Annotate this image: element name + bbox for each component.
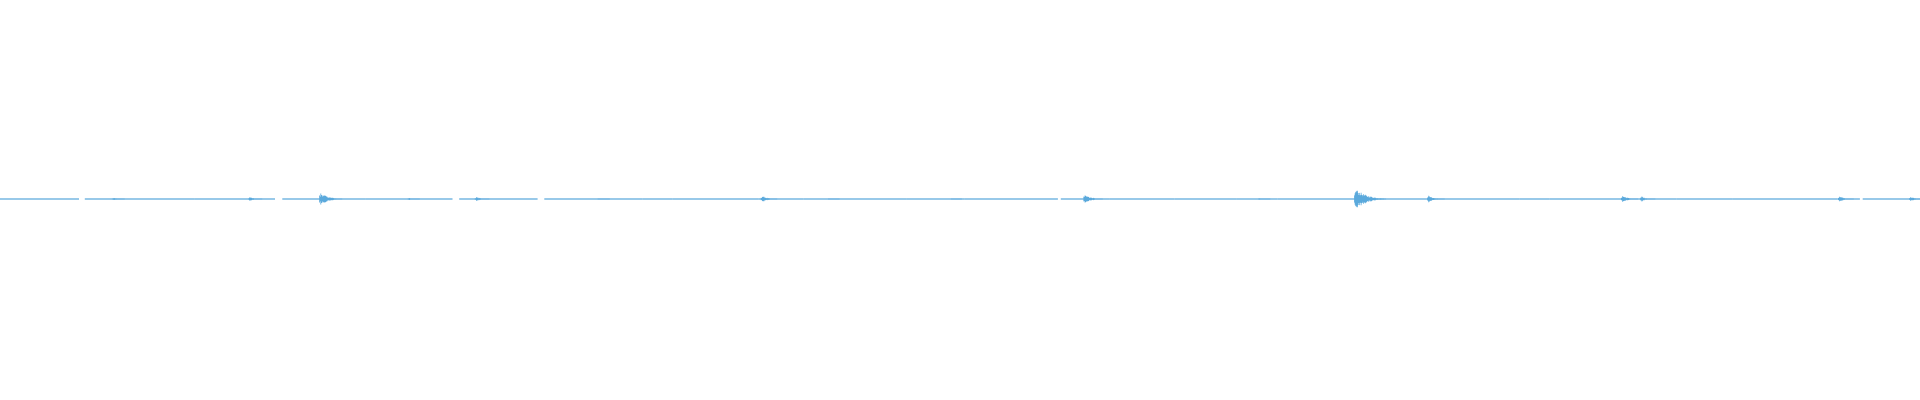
waveform-transient-2: [319, 193, 343, 205]
waveform-transient-6: [760, 196, 778, 202]
waveform-transient-1: [248, 197, 263, 201]
waveform-transient-11: [1354, 190, 1387, 208]
waveform-transient-12: [1427, 195, 1445, 203]
waveform-trace: [0, 190, 1920, 208]
waveform-transient-3: [407, 198, 420, 200]
waveform-transient-9: [1083, 195, 1103, 203]
waveform-transient-10: [1258, 198, 1271, 200]
waveform-transient-5: [597, 198, 610, 200]
waveform-transient-4: [474, 197, 490, 201]
waveform-transient-14: [1640, 196, 1656, 202]
waveform-transient-8: [950, 198, 962, 200]
waveform-transient-16: [1909, 197, 1920, 201]
waveform-transient-7: [828, 198, 840, 200]
waveform-transient-13: [1621, 196, 1638, 202]
waveform-transient-15: [1838, 196, 1854, 202]
waveform-transient-0: [111, 198, 125, 200]
